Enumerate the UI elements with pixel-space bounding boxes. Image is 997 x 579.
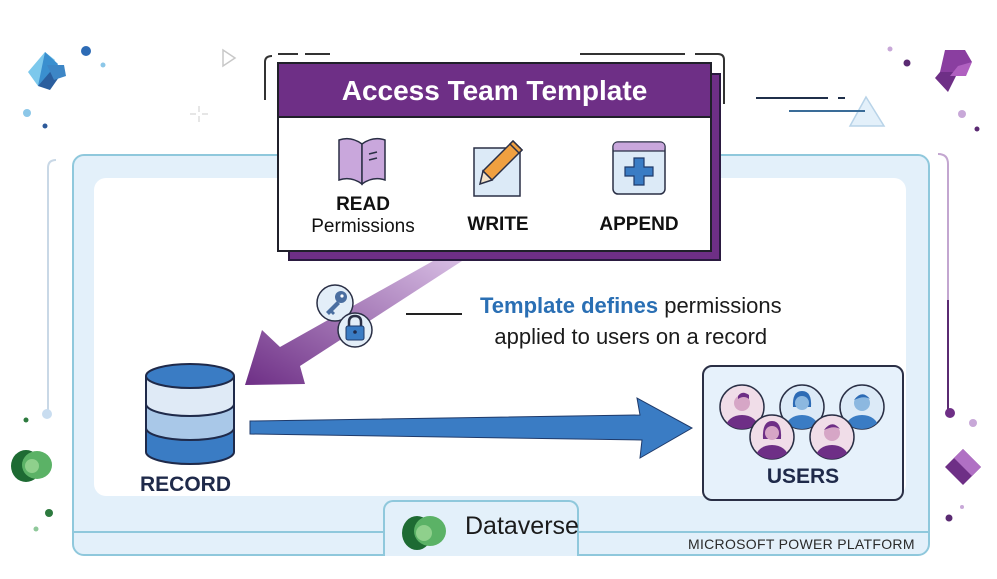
user-avatar-1 <box>719 384 765 430</box>
power-pages-logo-icon <box>945 419 981 522</box>
user-avatar-2 <box>779 384 825 430</box>
dataverse-label: Dataverse <box>465 512 579 540</box>
platform-label: MICROSOFT POWER PLATFORM <box>688 536 915 552</box>
user-avatar-3 <box>839 384 885 430</box>
azure-logo-icon <box>28 52 66 90</box>
caption-emphasis: Template defines <box>480 293 659 318</box>
permission-read-label: READ <box>336 194 390 215</box>
dataverse-logo-icon <box>402 516 446 550</box>
user-avatar-4 <box>749 414 795 460</box>
permission-write: WRITE <box>428 126 568 236</box>
caption-leader-line <box>406 313 462 315</box>
play-decoration <box>222 48 237 68</box>
footer-divider <box>579 531 928 533</box>
key-icon <box>316 284 354 322</box>
right-bracket-dot <box>945 408 955 418</box>
permission-read-sublabel: Permissions <box>311 216 415 237</box>
user-avatars <box>719 384 885 460</box>
record-to-users-arrow <box>249 397 694 459</box>
key-lock-badges <box>316 284 373 348</box>
power-apps-logo-icon <box>935 50 972 92</box>
lock-icon <box>337 312 373 348</box>
permission-append-label: APPEND <box>599 214 679 235</box>
caption-text: permissions <box>658 293 782 318</box>
caption-line-2: applied to users on a record <box>494 324 768 349</box>
users-group: USERS <box>702 365 904 501</box>
book-icon <box>338 137 386 186</box>
append-plus-icon <box>612 141 666 195</box>
left-bracket-dot <box>42 409 52 419</box>
dataverse-logo-left-icon <box>11 417 53 532</box>
permission-write-label: WRITE <box>467 214 529 235</box>
template-title: Access Team Template <box>279 64 710 118</box>
permission-append: APPEND <box>569 126 709 236</box>
right-bracket-line <box>937 153 949 300</box>
users-label: USERS <box>766 465 840 488</box>
pencil-icon <box>473 139 524 197</box>
record-label: RECORD <box>140 473 232 496</box>
database-icon <box>145 363 235 465</box>
permission-read: READ Permissions <box>293 126 433 238</box>
caption: Template defines permissions applied to … <box>480 290 782 352</box>
access-team-template-card: Access Team Template READ Permissions WR… <box>277 62 712 252</box>
footer-divider <box>74 531 384 533</box>
left-bracket-line <box>47 159 57 412</box>
user-avatar-5 <box>809 414 855 460</box>
